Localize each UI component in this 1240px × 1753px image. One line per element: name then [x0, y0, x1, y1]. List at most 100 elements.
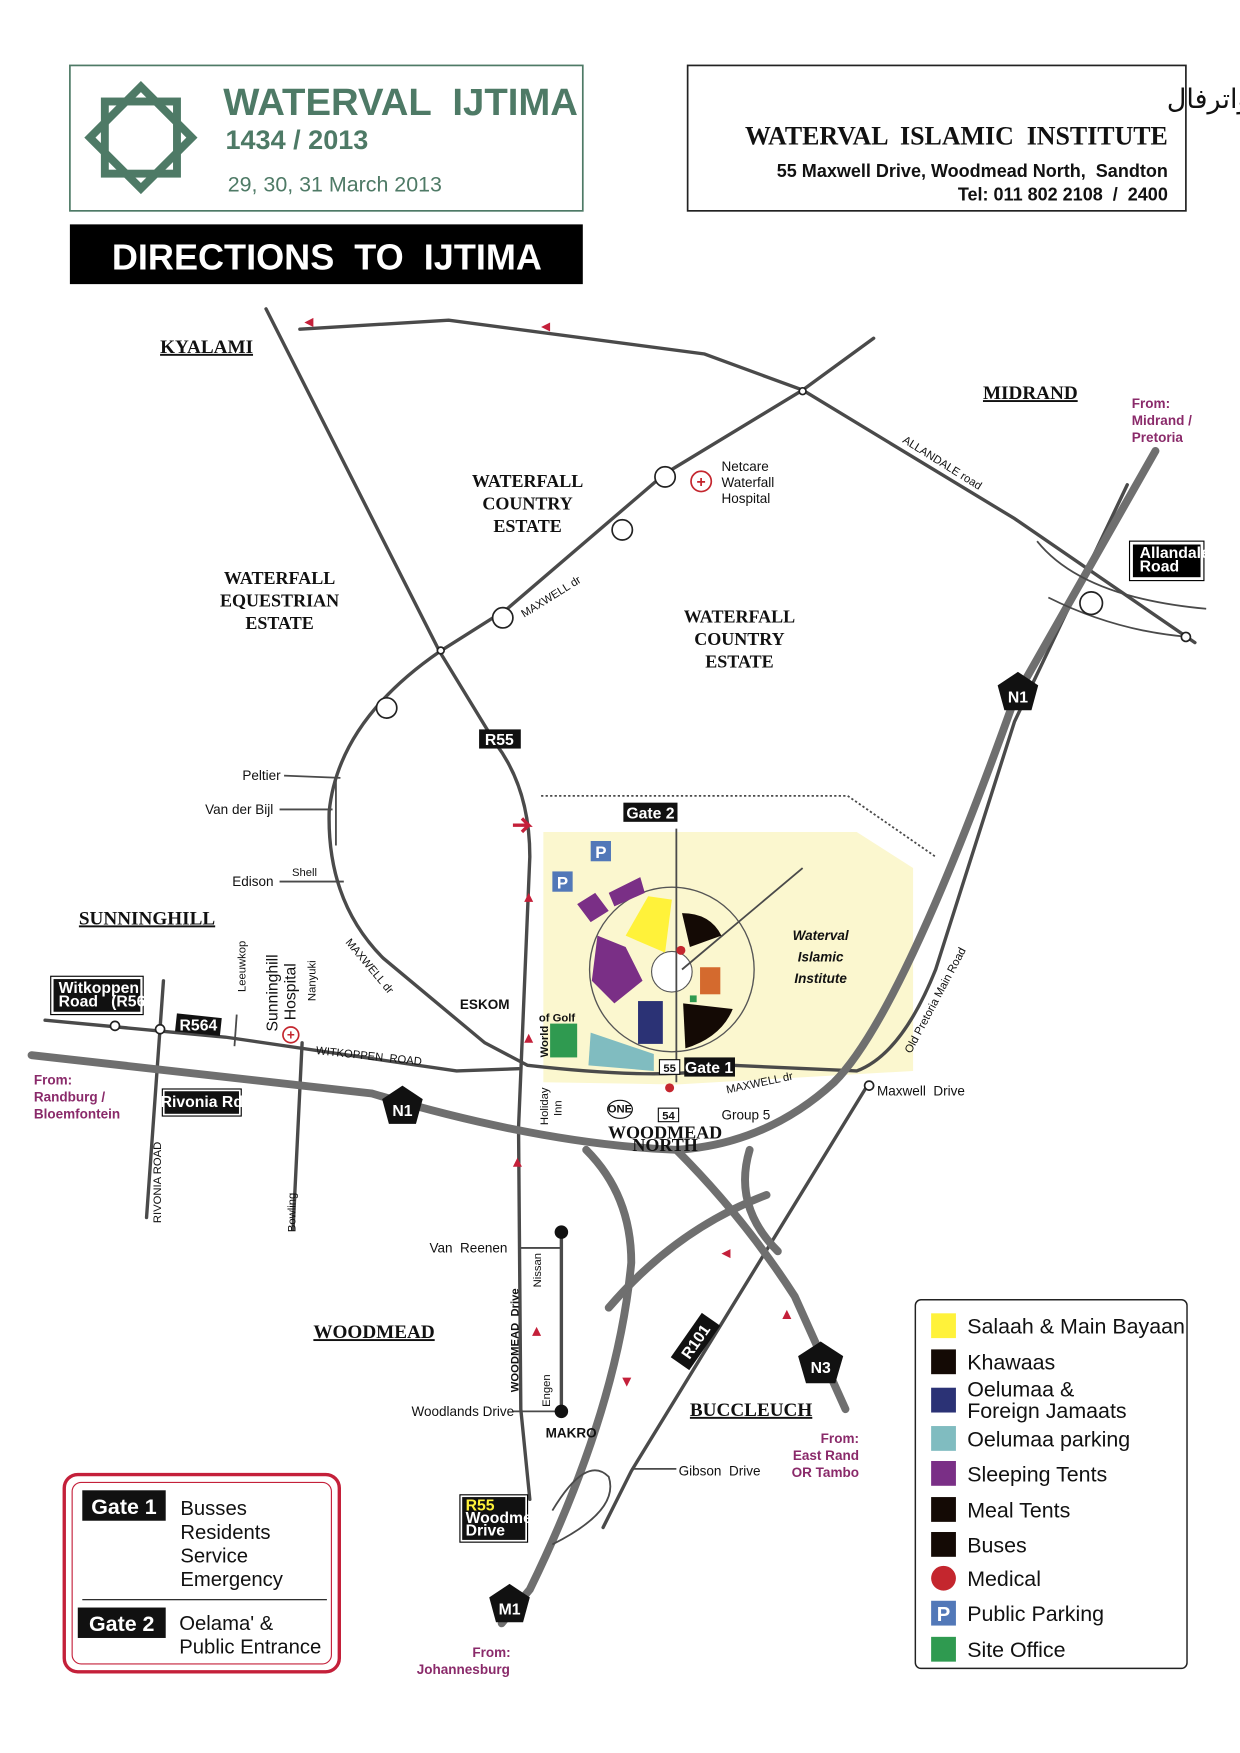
khawaas-tent: [682, 913, 722, 947]
legend-label: Buses: [967, 1533, 1026, 1557]
roundabouts: [109, 386, 1192, 1419]
institute-name: WATERVAL ISLAMIC INSTITUTE: [745, 121, 1168, 150]
salaah-tent: [625, 896, 672, 953]
legend-label: Salaah & Main Bayaan: [967, 1315, 1185, 1339]
legend-item: Medical: [931, 1565, 1041, 1591]
town-kyalami: KYALAMI: [160, 337, 253, 358]
legend-label: Public Parking: [967, 1602, 1104, 1626]
svg-text:Peltier: Peltier: [242, 768, 281, 783]
svg-text:RIVONIA ROAD: RIVONIA ROAD: [152, 1142, 164, 1223]
gate-1-label: Gate 1: [91, 1495, 157, 1519]
legend-item: Site Office: [931, 1636, 1066, 1662]
svg-text:Van der Bijl: Van der Bijl: [205, 802, 273, 817]
svg-text:Gate 2: Gate 2: [626, 805, 674, 822]
svg-text:Hospital: Hospital: [282, 963, 299, 1020]
svg-text:N1: N1: [1008, 689, 1028, 706]
svg-text:+: +: [287, 1027, 295, 1042]
road-network: [27, 307, 1207, 1628]
gate-2-label: Gate 2: [89, 1612, 155, 1636]
meal-tent: [700, 967, 721, 995]
svg-text:Bowling: Bowling: [286, 1193, 298, 1232]
svg-text:ONE: ONE: [608, 1104, 633, 1116]
svg-text:Oelama' &Public Entrance: Oelama' &Public Entrance: [179, 1613, 321, 1659]
parking-sign: P: [590, 840, 611, 862]
hospital-icon: +: [282, 1026, 300, 1044]
legend-swatch-square-icon: [931, 1636, 956, 1662]
svg-text:N1: N1: [392, 1103, 412, 1120]
directions-banner: DIRECTIONS TO IJTIMA: [112, 236, 542, 277]
svg-text:Edison: Edison: [232, 874, 273, 889]
svg-text:Nissan: Nissan: [532, 1253, 544, 1287]
svg-text:Holiday: Holiday: [539, 1087, 551, 1125]
svg-text:P: P: [595, 843, 606, 862]
svg-text:Van Reenen: Van Reenen: [429, 1240, 507, 1255]
town-sunninghill: SUNNINGHILL: [79, 908, 215, 929]
svg-text:Woodlands Drive: Woodlands Drive: [411, 1404, 514, 1419]
oelumaa-parking: [588, 1032, 654, 1071]
svg-text:WOODMEAD Drive: WOODMEAD Drive: [510, 1288, 522, 1392]
institute-arabic-logo: المعهد الاسلامي بواترفال: [1167, 84, 1240, 115]
legend-item: Oelumaa &Foreign Jamaats: [931, 1378, 1127, 1423]
svg-text:M1: M1: [499, 1601, 521, 1618]
svg-text:55: 55: [663, 1063, 676, 1075]
parking-sign: P: [552, 871, 573, 892]
legend-label: Khawaas: [967, 1351, 1055, 1375]
svg-text:R564: R564: [180, 1017, 218, 1034]
n1-shield-north: N1: [997, 671, 1039, 711]
legend-swatch-square-icon: [931, 1532, 956, 1557]
svg-text:Gibson Drive: Gibson Drive: [679, 1464, 761, 1479]
legend-item: P Public Parking: [931, 1600, 1104, 1626]
legend-item: Sleeping Tents: [931, 1460, 1107, 1486]
legend-label: Medical: [967, 1567, 1041, 1591]
legend-item: Buses: [931, 1532, 1027, 1557]
svg-text:54: 54: [662, 1110, 675, 1122]
n1-shield-west: N1: [382, 1085, 423, 1124]
parking-icon: P: [937, 1604, 951, 1626]
svg-text:N3: N3: [811, 1360, 831, 1377]
from-randburg: From:Randburg /Bloemfontein: [34, 1072, 120, 1121]
n3-shield: N3: [798, 1341, 844, 1384]
svg-text:MAXWELL dr: MAXWELL dr: [343, 937, 396, 997]
town-midrand: MIDRAND: [983, 383, 1078, 404]
legend-label: Oelumaa parking: [967, 1427, 1130, 1451]
gate-2-marker: Gate 2: [623, 802, 678, 822]
legend-label: Meal Tents: [967, 1498, 1070, 1522]
event-year: 1434 / 2013: [225, 125, 368, 155]
svg-text:WITKOPPEN ROAD: WITKOPPEN ROAD: [315, 1045, 422, 1068]
r564-badge: R564: [175, 1013, 222, 1037]
institute-header: المعهد الاسلامي بواترفال WATERVAL ISLAMI…: [686, 64, 1240, 212]
event-dates: 29, 30, 31 March 2013: [228, 173, 442, 197]
gate-1-marker: Gate 1: [684, 1057, 735, 1077]
event-header: WATERVAL IJTIMA 1434 / 2013 29, 30, 31 M…: [69, 64, 584, 285]
legend-label: Sleeping Tents: [967, 1462, 1107, 1486]
legend-swatch-square-icon: [931, 1313, 956, 1339]
svg-text:ALLANDALE road: ALLANDALE road: [900, 434, 983, 492]
m1-shield: M1: [489, 1583, 530, 1623]
hospital-icon: +: [690, 470, 713, 493]
institute-address: 55 Maxwell Drive, Woodmead North, Sandto…: [777, 161, 1168, 181]
svg-text:Engen: Engen: [541, 1374, 553, 1407]
star-logo-icon: [84, 80, 198, 195]
svg-text:R55: R55: [485, 732, 514, 749]
town-buccleuch: BUCCLEUCH: [690, 1400, 813, 1421]
event-title: WATERVAL IJTIMA: [223, 81, 578, 124]
svg-text:Leeuwkop: Leeuwkop: [237, 941, 249, 992]
legend-item: Meal Tents: [931, 1497, 1070, 1522]
svg-text:Rivonia Rd: Rivonia Rd: [161, 1094, 243, 1111]
svg-text:Gate 1: Gate 1: [685, 1060, 733, 1077]
